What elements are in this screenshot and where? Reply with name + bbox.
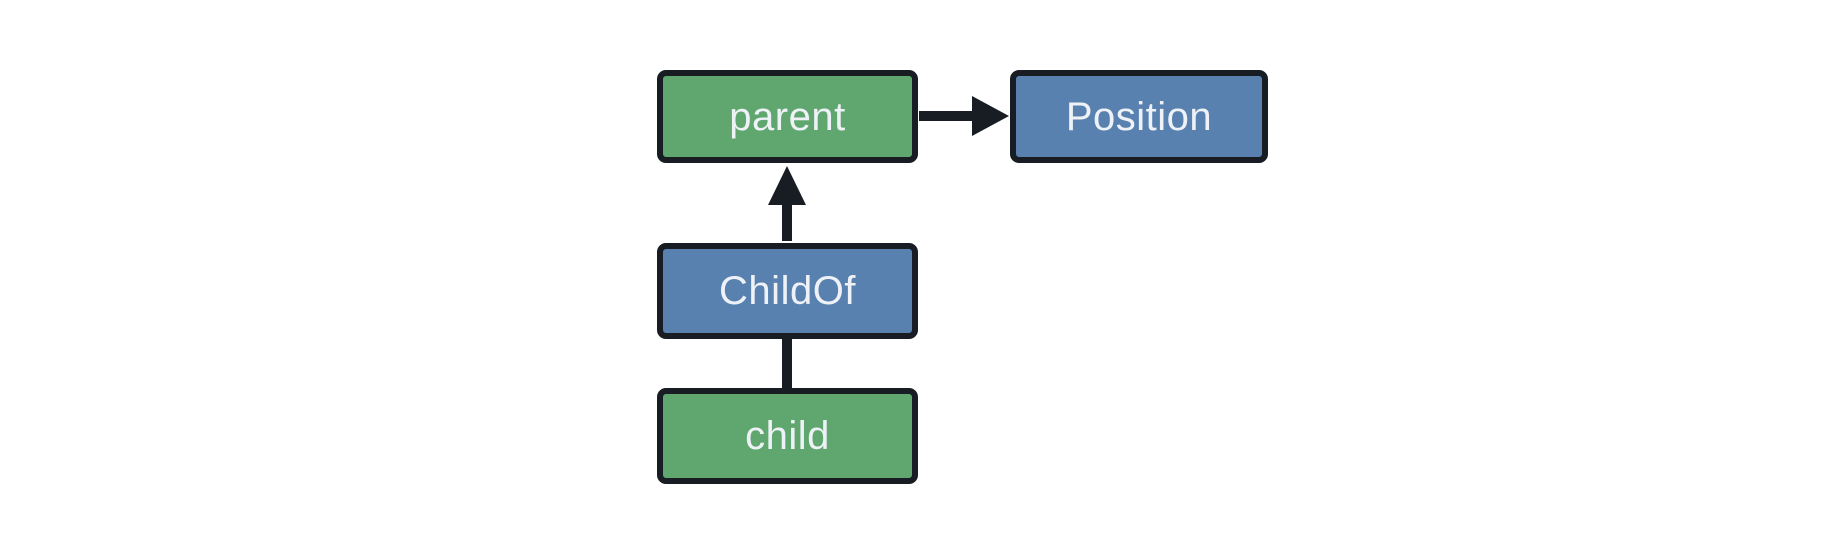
node-childof-label: ChildOf	[719, 269, 856, 313]
node-parent: parent	[657, 70, 918, 163]
node-position-label: Position	[1065, 94, 1213, 139]
arrow-childof-to-parent	[768, 166, 806, 241]
node-child: child	[657, 388, 918, 484]
node-child-label: child	[745, 414, 830, 458]
node-childof: ChildOf	[657, 243, 918, 339]
arrow-parent-to-position	[919, 96, 1009, 136]
node-parent-label: parent	[729, 94, 846, 139]
node-position: Position	[1010, 70, 1268, 163]
